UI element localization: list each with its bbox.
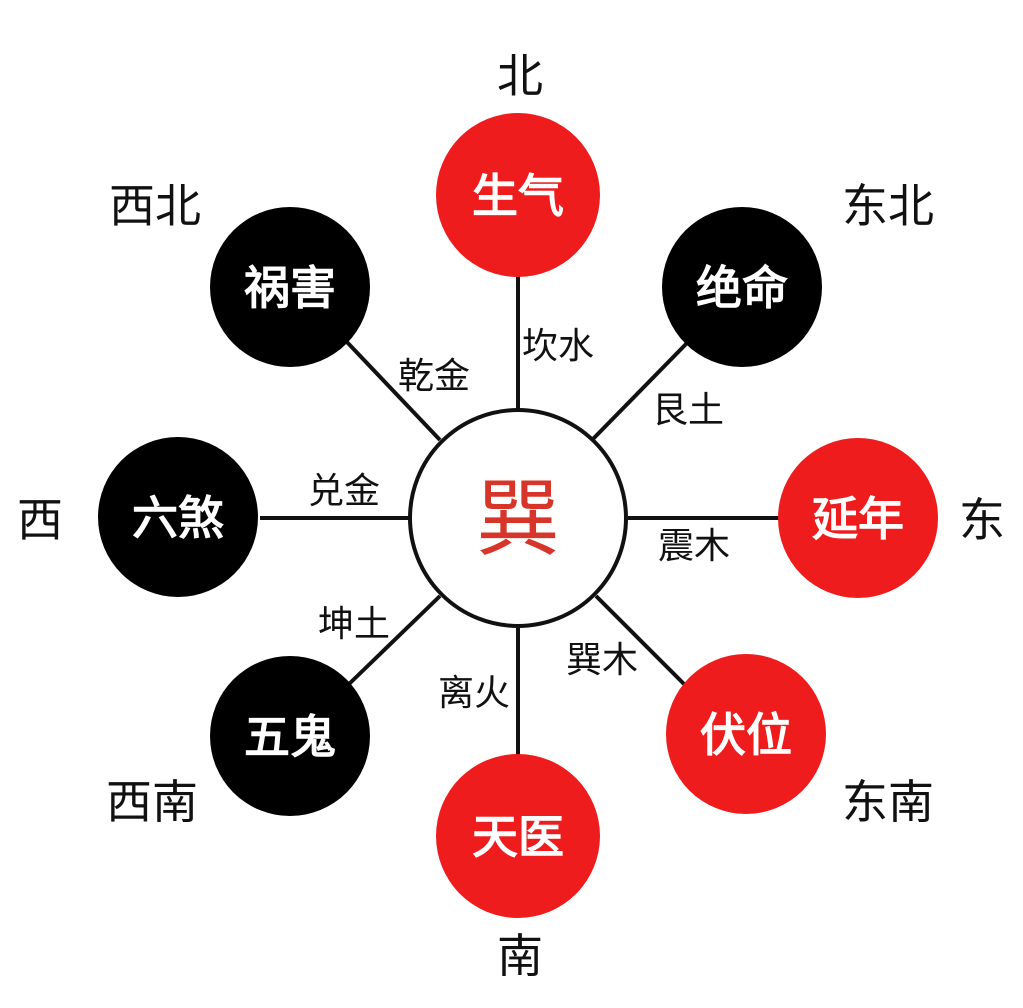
star-circle-northwest [210,207,370,367]
center-label: 巽 [476,470,560,568]
star-label-northeast: 绝命 [696,261,788,315]
spoke-northeast [590,340,690,442]
star-circle-northeast [662,207,822,367]
direction-label-southeast: 东南 [842,775,934,829]
trigram-label-east: 震木 [658,526,730,567]
star-circle-south [436,754,600,918]
star-circle-north [436,113,600,277]
star-circle-east [778,438,938,598]
direction-label-west: 西 [17,493,63,547]
trigram-label-west: 兑金 [308,471,380,512]
star-label-south: 天医 [472,810,564,864]
star-label-southeast: 伏位 [700,708,792,762]
trigram-label-south: 离火 [438,673,510,714]
trigram-label-north: 坎水 [522,326,594,367]
direction-label-northwest: 西北 [109,179,201,233]
star-circle-west [98,437,258,597]
direction-label-southwest: 西南 [106,775,198,829]
star-label-east: 延年 [812,492,904,546]
spokes [260,275,780,755]
star-label-southwest: 五鬼 [244,710,336,764]
trigram-label-northeast: 艮土 [652,390,724,431]
direction-label-north: 北 [497,49,543,103]
star-label-west: 六煞 [132,491,224,545]
direction-label-south: 南 [497,929,543,983]
star-circle-southwest [210,656,370,816]
spoke-northwest [343,338,442,442]
trigram-label-southeast: 巽木 [566,640,638,681]
direction-label-east: 东 [959,493,1005,547]
spoke-southeast [594,594,694,694]
star-circle-southeast [666,654,826,814]
star-label-north: 生气 [472,169,564,223]
center-circle [408,408,628,628]
trigram-label-southwest: 坤土 [318,604,390,645]
trigram-label-northwest: 乾金 [398,356,470,397]
star-label-northwest: 祸害 [244,261,336,315]
direction-label-northeast: 东北 [842,179,934,233]
spoke-southwest [346,594,442,687]
